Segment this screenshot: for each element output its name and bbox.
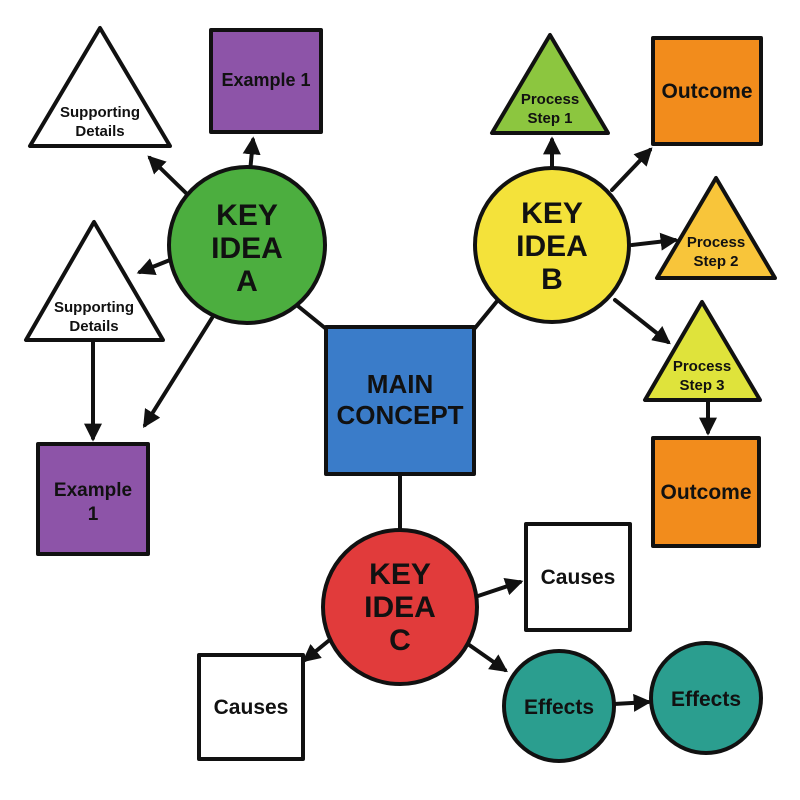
- effects-2-node: Effects: [649, 641, 763, 755]
- outcome-bottom-label: Outcome: [660, 481, 751, 504]
- example-bottom-line-2: 1: [88, 504, 99, 525]
- outcome-bottom-node: Outcome: [651, 436, 761, 548]
- main-concept-label-line-1: MAIN: [367, 369, 433, 399]
- causes-right-node: Causes: [524, 522, 632, 632]
- process-step-1-line-2: Step 1: [527, 110, 572, 127]
- link-main-to-idea-b: [473, 298, 500, 330]
- key-idea-a-label-line-1: KEY: [216, 199, 278, 232]
- key-idea-b-label-line-2: IDEA: [516, 230, 588, 263]
- supporting-details-bottom-node: Supporting Details: [24, 220, 165, 342]
- supporting-details-top-line-2: Details: [75, 123, 124, 140]
- arrow-idea-b-to-step-2: [630, 232, 679, 251]
- example-bottom-node: Example 1: [36, 442, 150, 556]
- arrow-idea-c-to-causes-left: [302, 636, 334, 663]
- arrow-idea-c-to-causes-right: [473, 578, 524, 599]
- arrow-idea-c-to-effects: [463, 640, 508, 673]
- key-idea-b-label-line-3: B: [541, 263, 563, 296]
- arrow-idea-a-to-example-bottom: [143, 316, 214, 429]
- effects-1-node: Effects: [502, 649, 616, 763]
- key-idea-a-node: KEY IDEA A: [167, 165, 327, 325]
- key-idea-b-label-line-1: KEY: [521, 197, 583, 230]
- example-bottom-line-1: Example: [54, 480, 132, 501]
- causes-right-label: Causes: [541, 566, 616, 589]
- outcome-top-node: Outcome: [651, 36, 763, 146]
- arrow-idea-b-to-outcome-top: [610, 147, 653, 192]
- key-idea-c-node: KEY IDEA C: [321, 528, 479, 686]
- key-idea-b-node: KEY IDEA B: [473, 166, 631, 324]
- main-concept-node: MAIN CONCEPT: [324, 325, 476, 476]
- supporting-details-top-node: Supporting Details: [28, 26, 172, 148]
- outcome-top-label: Outcome: [661, 80, 752, 103]
- supporting-details-bottom-line-1: Supporting: [54, 299, 134, 316]
- causes-left-label: Causes: [214, 696, 289, 719]
- effects-2-label: Effects: [671, 688, 741, 711]
- supporting-details-top-line-1: Supporting: [60, 104, 140, 121]
- key-idea-c-label-line-1: KEY: [369, 558, 431, 591]
- process-step-2-line-1: Process: [687, 234, 745, 251]
- process-step-2-line-2: Step 2: [693, 253, 738, 270]
- process-step-3-line-2: Step 3: [679, 377, 724, 394]
- supporting-details-bottom-line-2: Details: [69, 318, 118, 335]
- process-step-1-line-1: Process: [521, 91, 579, 108]
- key-idea-c-label-line-3: C: [389, 624, 411, 657]
- key-idea-a-label-line-2: IDEA: [211, 232, 283, 265]
- causes-left-node: Causes: [197, 653, 305, 761]
- process-step-1-node: Process Step 1: [490, 33, 610, 135]
- example-top-label: Example 1: [221, 70, 310, 90]
- main-concept-label-line-2: CONCEPT: [336, 400, 463, 430]
- key-idea-c-label-line-2: IDEA: [364, 591, 436, 624]
- arrow-effects-to-effects: [612, 693, 652, 712]
- process-step-3-node: Process Step 3: [643, 300, 762, 402]
- key-idea-a-label-line-3: A: [236, 265, 258, 298]
- example-top-node: Example 1: [209, 28, 323, 134]
- effects-1-label: Effects: [524, 696, 594, 719]
- process-step-3-line-1: Process: [673, 358, 731, 375]
- process-step-2-node: Process Step 2: [655, 176, 777, 280]
- arrow-idea-a-to-supporting-details-top: [147, 155, 190, 197]
- arrow-idea-b-to-step-3: [613, 298, 671, 345]
